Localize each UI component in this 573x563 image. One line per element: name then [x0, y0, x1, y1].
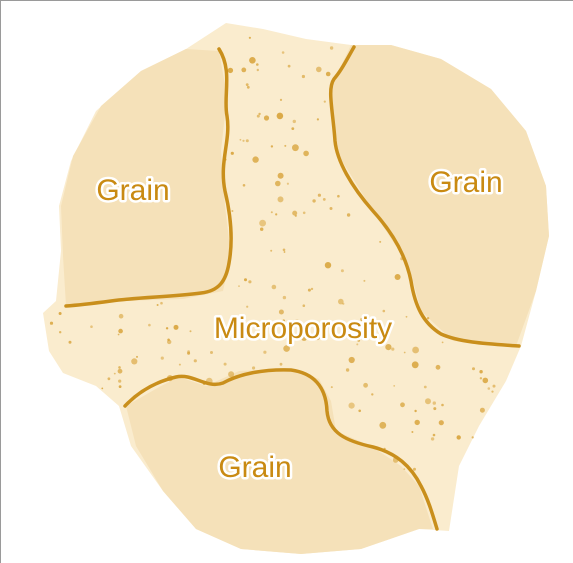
- grain-label-bottom: Grain: [218, 451, 291, 484]
- grain-label-top-left: Grain: [96, 174, 169, 207]
- microporosity-label: Microporosity: [214, 312, 392, 345]
- grain-label-top-right: Grain: [429, 166, 502, 199]
